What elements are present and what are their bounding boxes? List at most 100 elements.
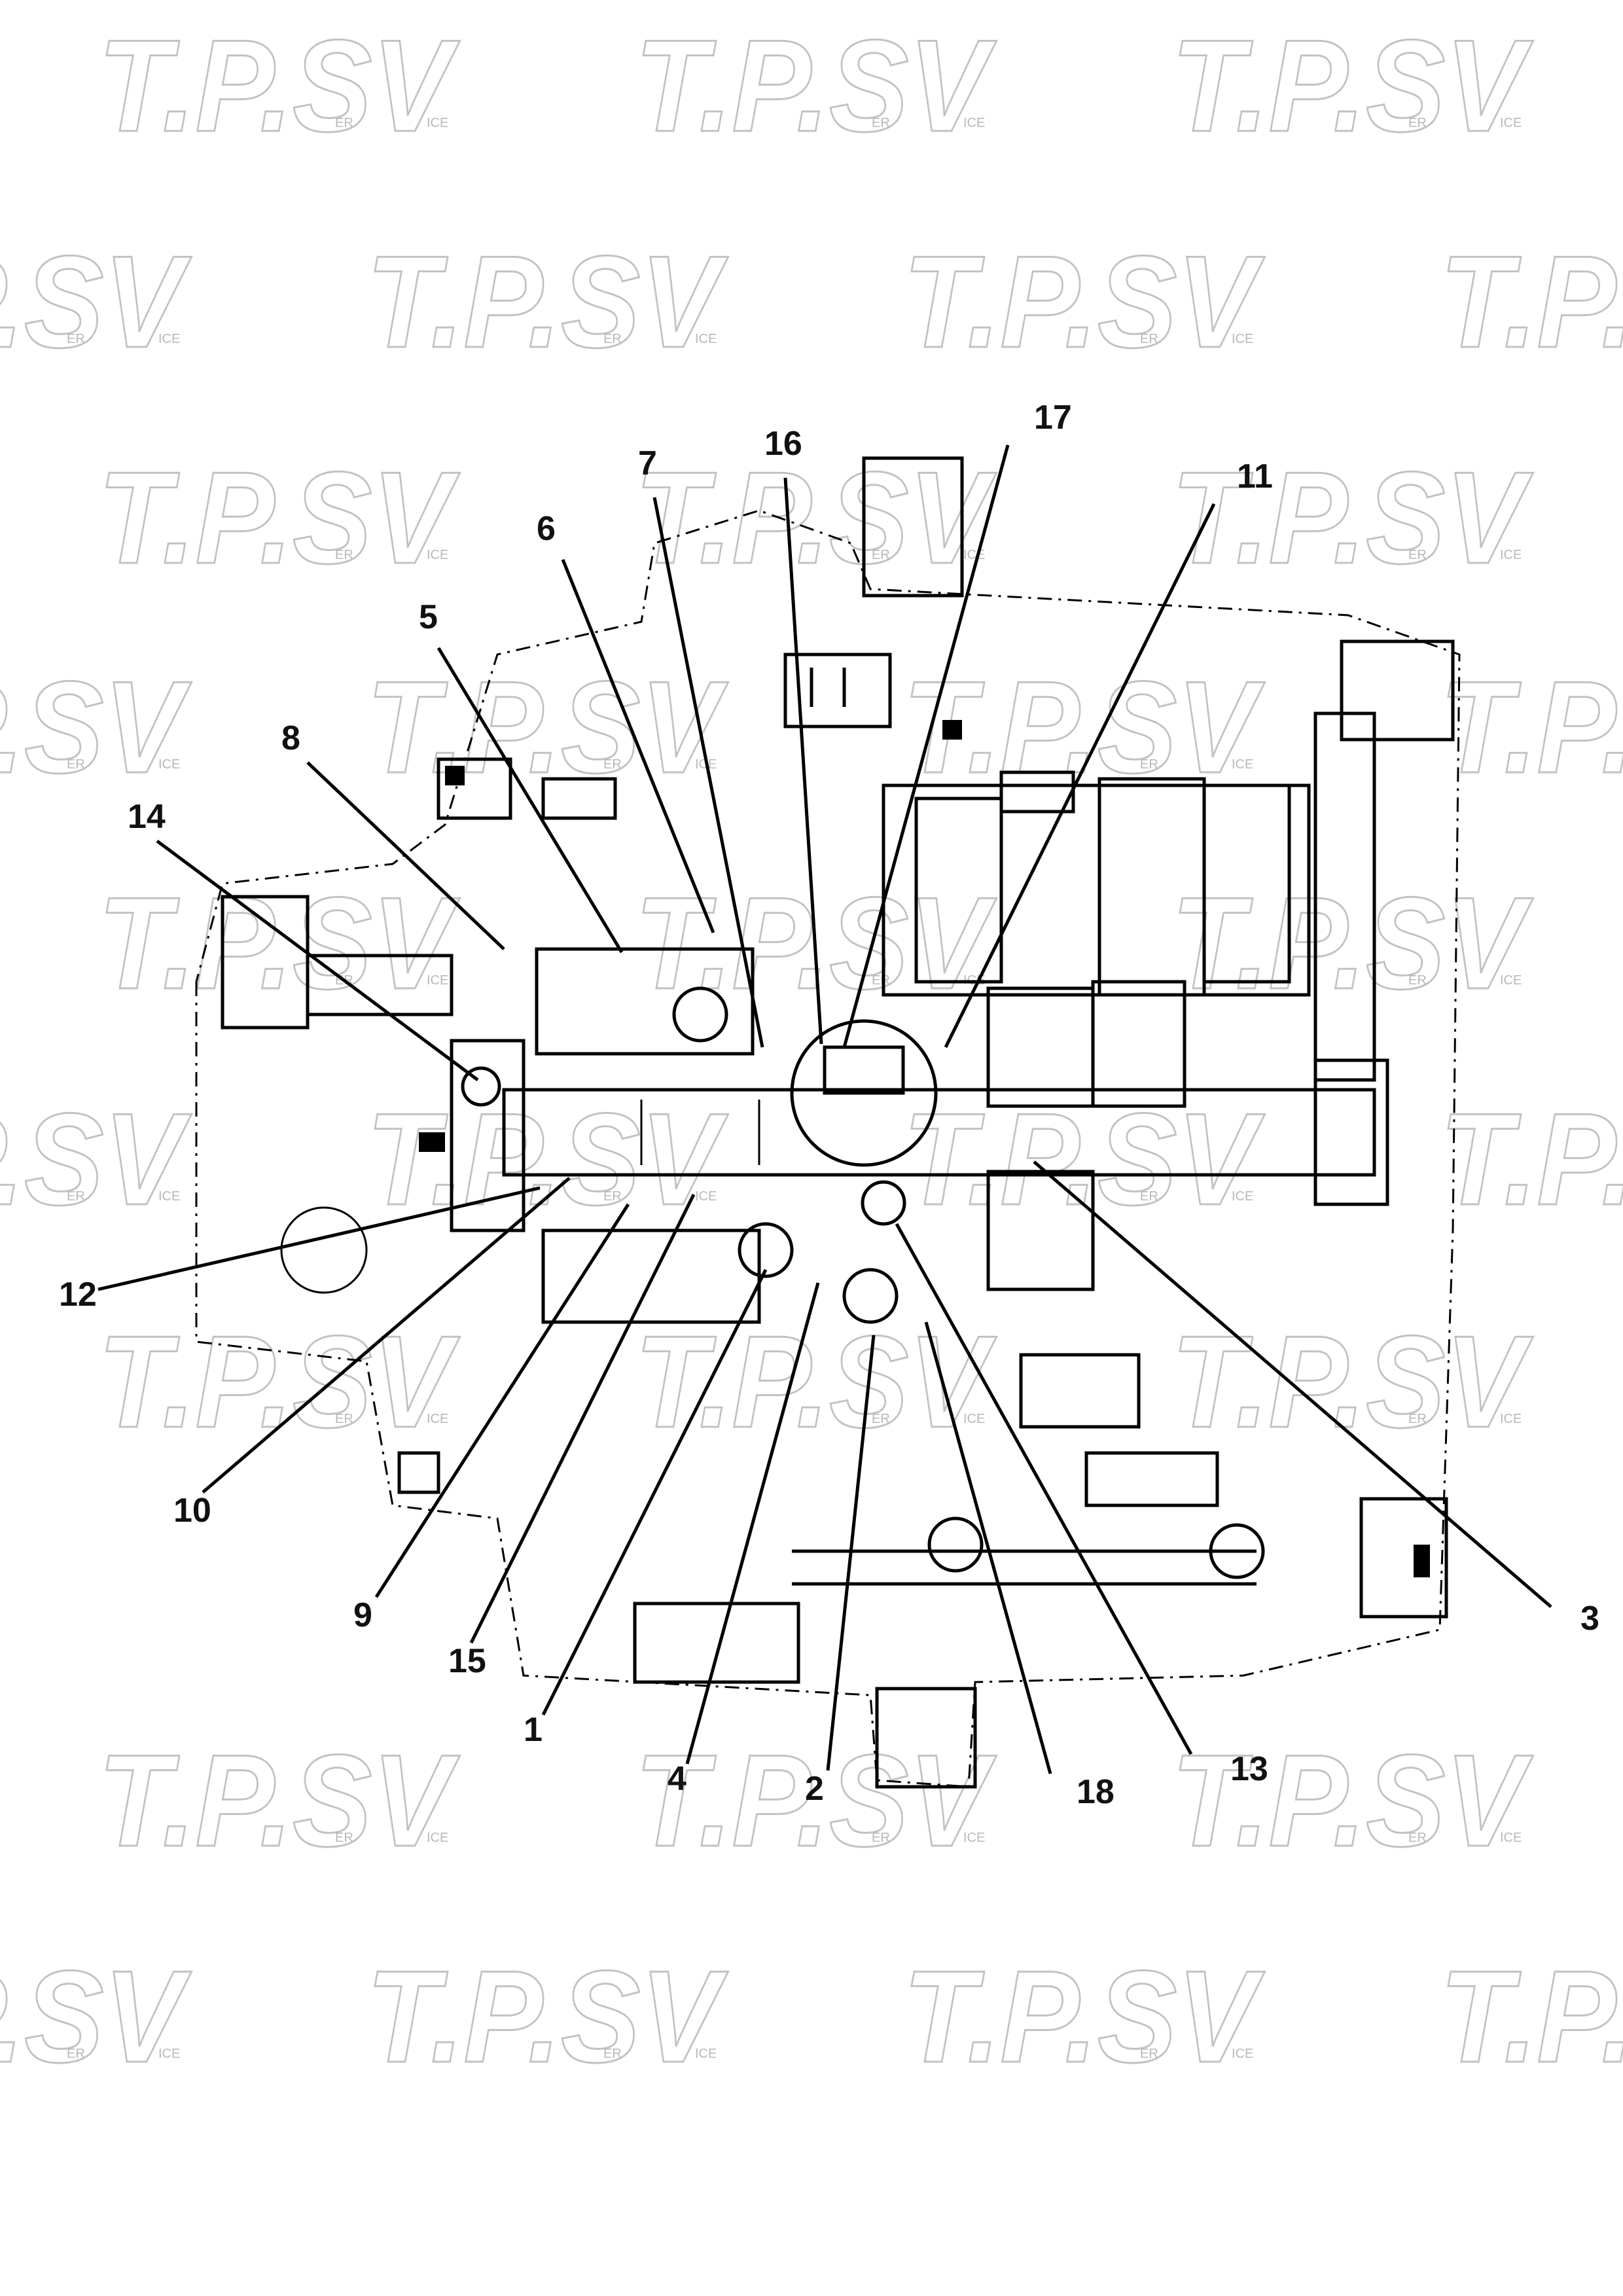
leader-line-11 [944, 503, 1216, 1049]
watermark-sub-right: ICE [427, 116, 448, 130]
watermark-brand: T.P.SV [635, 13, 997, 159]
part-label-3: 3 [1580, 1600, 1599, 1638]
part-label-18: 18 [1077, 1773, 1115, 1811]
upper-block [783, 653, 892, 728]
upper-block-detail [810, 668, 846, 707]
part-label-10: 10 [173, 1492, 211, 1530]
watermark-brand: T.P.SV [98, 870, 460, 1016]
upper-left-ring [672, 986, 728, 1043]
detail-dot-2 [419, 1132, 445, 1152]
watermark-sub-right: ICE [963, 1831, 985, 1845]
lower-hub-ring [842, 1268, 899, 1324]
watermark-sub-left: ER [872, 1412, 890, 1426]
watermark-sub-left: ER [872, 548, 890, 562]
upper-gear-housing [882, 783, 1311, 997]
watermark-sub-right: ICE [1232, 2047, 1253, 2061]
watermark-sub-right: ICE [158, 1189, 180, 1204]
part-label-16: 16 [764, 425, 802, 463]
watermark-sub-left: ER [67, 757, 85, 772]
part-label-4: 4 [668, 1760, 687, 1798]
bottom-block [875, 1687, 977, 1789]
lower-right-block [1019, 1353, 1141, 1429]
right-column [1313, 711, 1376, 1082]
watermark-sub-right: ICE [427, 548, 448, 562]
watermark-brand: T.P.SV [0, 229, 192, 375]
watermark-brand: T.P.SV [1440, 229, 1623, 375]
right-bottom-block [1359, 1497, 1448, 1619]
watermark-sub-left: ER [1408, 973, 1427, 988]
watermark-sub-left: ER [872, 973, 890, 988]
leader-line-10 [202, 1177, 571, 1494]
watermark-brand: T.P.SV [366, 655, 728, 800]
part-label-9: 9 [353, 1596, 372, 1634]
top-bracket [862, 456, 964, 598]
watermark-sub-right: ICE [1232, 757, 1253, 772]
leader-line-12 [98, 1186, 541, 1291]
leader-line-18 [924, 1321, 1052, 1774]
assembly-drawing [195, 456, 1461, 1789]
gear-a [914, 797, 1003, 984]
part-label-2: 2 [805, 1770, 824, 1808]
watermark-brand: T.P.SV [366, 1944, 728, 2090]
watermark-sub-right: ICE [1500, 548, 1522, 562]
watermark-brand: T.P.SV [1440, 1086, 1623, 1232]
watermark-sub-right: ICE [1232, 1189, 1253, 1204]
far-left-arm [306, 954, 454, 1016]
leader-line-16 [783, 477, 823, 1045]
watermark-sub-right: ICE [1500, 1412, 1522, 1426]
leader-line-17 [842, 444, 1010, 1048]
detail-dot-1 [445, 766, 465, 785]
watermark-sub-right: ICE [695, 2047, 717, 2061]
lower-pin-a [927, 1516, 984, 1573]
watermark-sub-left: ER [1140, 1189, 1158, 1204]
lower-gear-c [986, 1170, 1095, 1291]
watermark-sub-left: ER [67, 332, 85, 346]
leader-line-14 [156, 839, 479, 1082]
lower-left-cylinder [541, 1229, 761, 1324]
watermark-brand: T.P.SV [1171, 870, 1533, 1016]
watermark-sub-left: ER [67, 2047, 85, 2061]
watermark-sub-left: ER [1140, 757, 1158, 772]
watermark-brand: T.P.SV [903, 229, 1265, 375]
watermark-brand: T.P.SV [98, 445, 460, 591]
central-hub [790, 1019, 938, 1167]
watermark-sub-right: ICE [695, 332, 717, 346]
watermark-sub-right: ICE [427, 1412, 448, 1426]
watermark-sub-right: ICE [963, 116, 985, 130]
watermark-brand: T.P.SV [635, 1309, 997, 1455]
watermark-sub-right: ICE [158, 332, 180, 346]
watermark-sub-right: ICE [158, 757, 180, 772]
watermark-sub-left: ER [603, 332, 622, 346]
watermark-sub-left: ER [67, 1189, 85, 1204]
leader-line-5 [437, 647, 624, 954]
watermark-brand: T.P.SV [903, 1944, 1265, 2090]
leader-line-6 [561, 559, 715, 933]
watermark-sub-left: ER [872, 1831, 890, 1845]
watermark-sub-right: ICE [963, 548, 985, 562]
watermark-sub-left: ER [1140, 332, 1158, 346]
lower-gear-b [1091, 980, 1186, 1108]
leader-line-8 [306, 761, 505, 950]
watermark-sub-left: ER [1140, 2047, 1158, 2061]
leader-line-15 [469, 1193, 696, 1644]
seal-ring-left [461, 1066, 501, 1107]
part-label-1: 1 [524, 1711, 543, 1749]
watermark-brand: T.P.SV [98, 13, 460, 159]
part-label-15: 15 [448, 1642, 486, 1680]
main-shaft [502, 1088, 1376, 1177]
